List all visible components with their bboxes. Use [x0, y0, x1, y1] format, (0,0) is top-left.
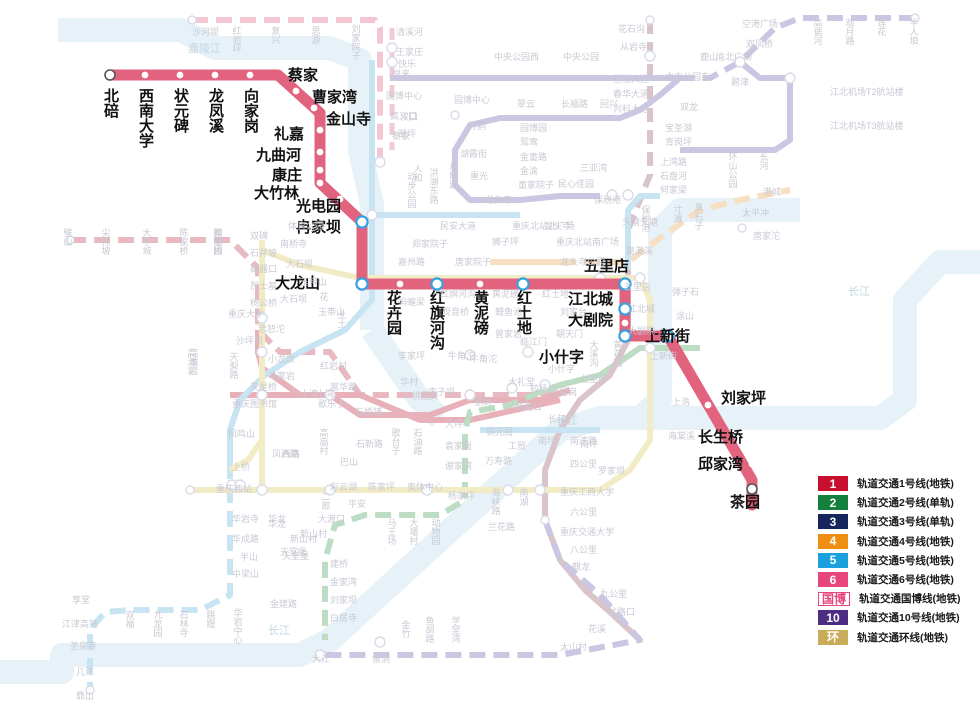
legend-badge: 4	[818, 533, 848, 549]
legend-badge: 国博	[818, 591, 850, 606]
legend-panel: 1 轨道交通1号线(地铁) 2 轨道交通2号线(单轨) 3 轨道交通3号线(单轨) 4 轨道交…	[818, 474, 978, 647]
legend-row[interactable]: 国博轨道交通国博线(地铁)	[818, 589, 978, 608]
bg-line-loop	[190, 240, 653, 493]
bg-line-6-branch	[192, 17, 383, 160]
legend-label: 轨道交通2号线(单轨)	[857, 497, 954, 510]
legend-label: 轨道交通5号线(地铁)	[857, 554, 954, 567]
bg-line-10	[320, 15, 915, 658]
legend-row[interactable]: 6 轨道交通6号线(地铁)	[818, 570, 978, 589]
legend-row[interactable]: 4 轨道交通4号线(地铁)	[818, 532, 978, 551]
legend-row[interactable]: 5 轨道交通5号线(地铁)	[818, 551, 978, 570]
legend-row[interactable]: 1 轨道交通1号线(地铁)	[818, 474, 978, 493]
legend-label: 轨道交通10号线(地铁)	[857, 612, 960, 625]
legend-badge: 6	[818, 572, 848, 588]
bg-line-2	[322, 345, 700, 640]
active-stations[interactable]	[104, 69, 758, 495]
legend-label: 轨道交通6号线(地铁)	[857, 574, 954, 587]
bg-line-5	[87, 60, 660, 690]
legend-badge: 3	[818, 514, 848, 530]
legend-label: 轨道交通4号线(地铁)	[857, 535, 954, 548]
legend-label: 轨道交通3号线(单轨)	[857, 516, 954, 529]
legend-row[interactable]: 2 轨道交通2号线(单轨)	[818, 493, 978, 512]
legend-row[interactable]: 3 轨道交通3号线(单轨)	[818, 512, 978, 531]
legend-row[interactable]: 环轨道交通环线(地铁)	[818, 628, 978, 647]
legend-badge: 5	[818, 552, 848, 568]
legend-label: 轨道交通环线(地铁)	[857, 631, 948, 644]
legend-badge: 环	[818, 629, 848, 645]
legend-badge: 10	[818, 610, 848, 626]
legend-badge: 1	[818, 476, 848, 492]
legend-label: 轨道交通1号线(地铁)	[857, 478, 954, 491]
legend-badge: 2	[818, 495, 848, 511]
bg-station-dots	[65, 13, 920, 695]
legend-label: 轨道交通国博线(地铁)	[859, 593, 961, 606]
bg-line-4	[490, 187, 791, 265]
legend-row[interactable]: 10 轨道交通10号线(地铁)	[818, 608, 978, 627]
